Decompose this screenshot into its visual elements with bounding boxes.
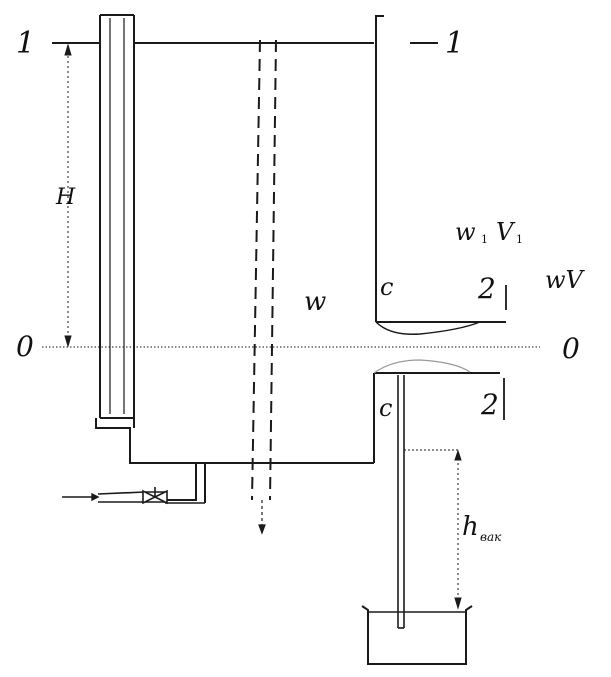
- section-2-lower-label: 2: [480, 388, 499, 421]
- w-center-label: w: [304, 287, 326, 317]
- w1-subscript: 1: [481, 233, 488, 246]
- inflow-arrow-icon: [62, 492, 100, 502]
- V1-label: V: [496, 218, 516, 246]
- section-1-left-label: 1: [16, 26, 35, 61]
- section-2-upper-label: 2: [477, 272, 496, 305]
- vacuum-tube: [397, 375, 405, 629]
- valve-icon: [142, 487, 168, 505]
- h-vac-label: h: [462, 512, 479, 542]
- section-1-right-label: 1: [445, 26, 464, 61]
- vacuum-height-dimension: [404, 449, 462, 610]
- vacuum-reservoir: [361, 605, 473, 665]
- c-lower-label: c: [379, 394, 392, 422]
- w1-label: w: [455, 218, 476, 246]
- h-vac-subscript: вак: [480, 530, 502, 544]
- V1-subscript: 1: [516, 233, 523, 246]
- section-0-left-label: 0: [16, 330, 34, 363]
- tank-outline: [95, 15, 384, 504]
- wV-label: wV: [545, 266, 586, 294]
- height-dimension-H: [64, 43, 72, 348]
- section-0-right-label: 0: [562, 332, 580, 365]
- upper-nozzle: [375, 285, 507, 335]
- piezometer-tube: [99, 14, 135, 419]
- drain-arrow-icon: [258, 500, 266, 535]
- c-upper-label: c: [380, 273, 393, 301]
- overflow-pipe: [251, 39, 277, 501]
- lower-nozzle: [373, 359, 505, 420]
- height-H-label: H: [55, 185, 76, 210]
